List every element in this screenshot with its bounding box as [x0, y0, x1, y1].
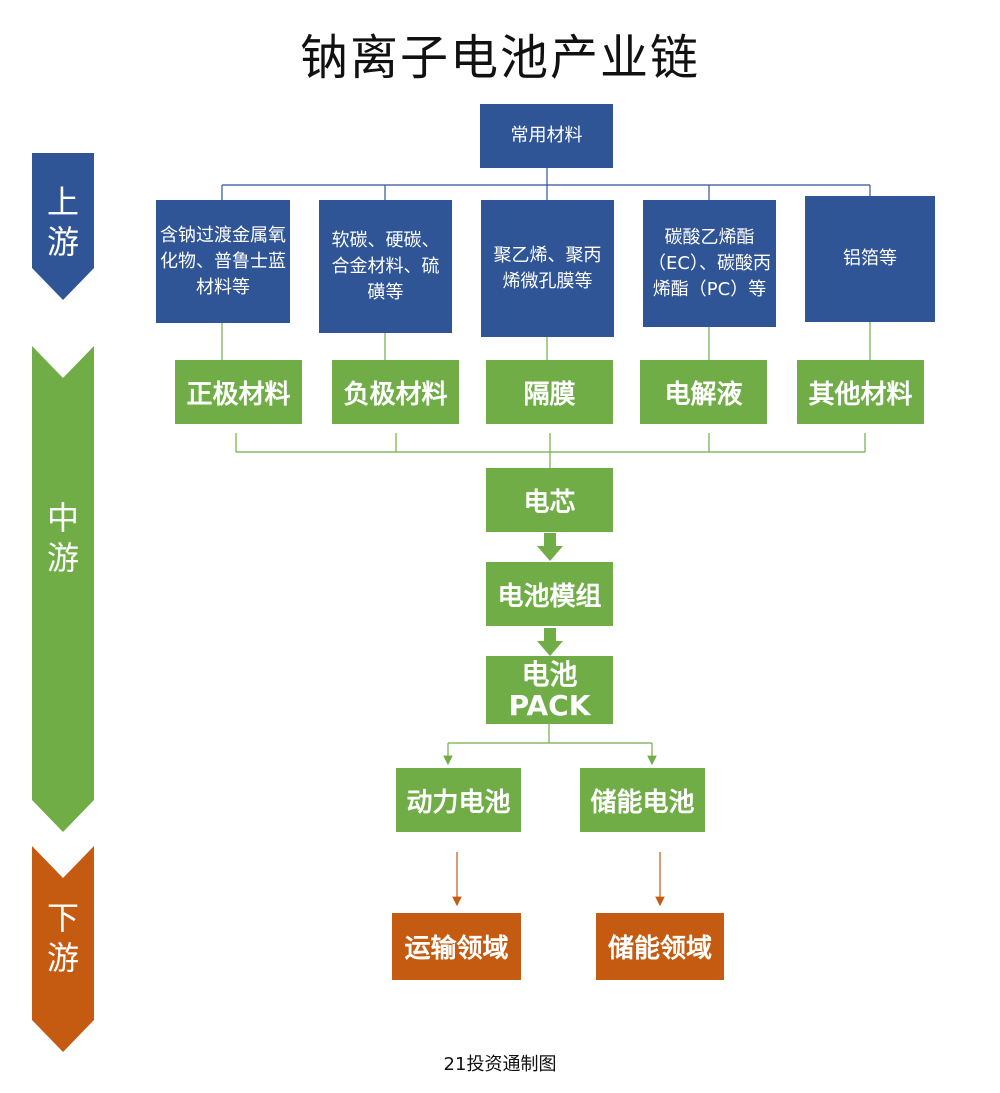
- component-box-electrolyte: 电解液: [640, 360, 767, 424]
- application-energy-storage: 储能领域: [596, 913, 724, 980]
- footer-credit: 21投资通制图: [443, 1054, 557, 1075]
- flow-box-cell: 电芯: [486, 468, 613, 532]
- flow-box-module: 电池模组: [486, 562, 613, 626]
- material-box-separator: 聚乙烯、聚丙烯微孔膜等: [481, 200, 614, 337]
- material-box-other: 铝箔等: [805, 196, 935, 322]
- component-box-other: 其他材料: [797, 360, 924, 424]
- pack-split-lines: [443, 724, 657, 766]
- stage-chevron-midstream: [32, 346, 94, 832]
- page-title: 钠离子电池产业链: [299, 30, 700, 86]
- material-to-component-lines: [221, 322, 871, 360]
- component-box-separator: 隔膜: [486, 360, 613, 424]
- component-box-cathode: 正极材料: [175, 360, 302, 424]
- application-transport: 运输领域: [392, 913, 521, 980]
- component-collector-lines: [235, 433, 866, 468]
- flow-arrows: [537, 533, 563, 656]
- material-box-cathode: 含钠过渡金属氧化物、普鲁士蓝材料等: [156, 200, 290, 323]
- material-box-electrolyte: 碳酸乙烯酯（EC）、碳酸丙烯酯（PC）等: [643, 200, 776, 327]
- upstream-tree-lines: [221, 168, 871, 200]
- battery-type-power: 动力电池: [396, 768, 521, 832]
- battery-type-storage: 储能电池: [580, 768, 705, 832]
- component-box-anode: 负极材料: [332, 360, 459, 424]
- stage-chevron-upstream: [32, 153, 94, 300]
- flow-box-pack: 电池PACK: [486, 656, 613, 724]
- stage-chevron-downstream: [32, 846, 94, 1052]
- material-box-anode: 软碳、硬碳、合金材料、硫磺等: [319, 200, 452, 333]
- materials-header-box: 常用材料: [480, 104, 613, 168]
- downstream-arrows: [452, 852, 665, 907]
